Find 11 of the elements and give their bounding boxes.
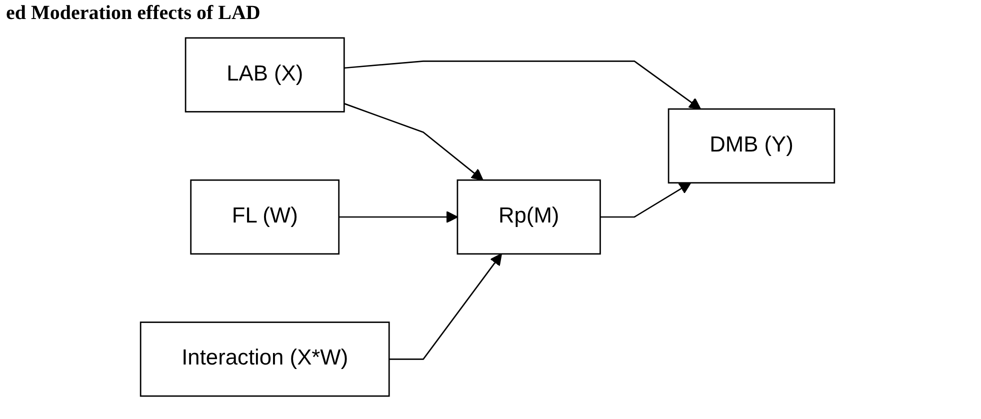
arrow bbox=[389, 253, 502, 360]
arrow bbox=[344, 102, 484, 181]
diagram-title: ed Moderation effects of LAD bbox=[6, 2, 262, 25]
node-box: Interaction (X*W) bbox=[140, 322, 390, 397]
node-box: LAB (X) bbox=[184, 37, 345, 112]
arrow bbox=[600, 182, 692, 218]
node-box: Rp(M) bbox=[456, 179, 601, 255]
arrow bbox=[338, 210, 458, 224]
node-box: DMB (Y) bbox=[668, 108, 836, 184]
arrow bbox=[344, 60, 702, 110]
node-box: FL (W) bbox=[190, 179, 340, 255]
